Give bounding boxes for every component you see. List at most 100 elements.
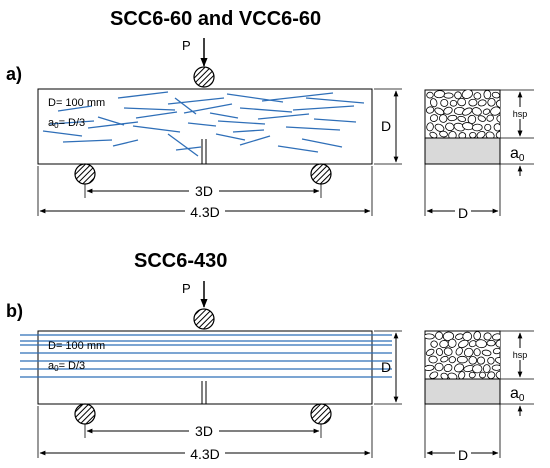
aggregate-stone bbox=[425, 364, 435, 371]
aggregate-stone bbox=[426, 122, 434, 132]
notch-depth-note-a: a0= D/3 bbox=[48, 117, 85, 130]
aggregate-stone bbox=[430, 98, 438, 108]
aggregate-stone bbox=[485, 131, 495, 138]
aggregate-stone bbox=[458, 132, 467, 138]
aggregate-stone bbox=[429, 131, 438, 138]
notch-zone-a bbox=[424, 137, 501, 165]
aggregate-stone bbox=[461, 90, 473, 99]
aggregate-stone bbox=[495, 339, 500, 348]
aggregate-stone bbox=[471, 123, 483, 132]
cs-width-label-a: D bbox=[458, 205, 468, 221]
aggregate-stone bbox=[495, 99, 500, 109]
support-right-b bbox=[310, 403, 332, 425]
support-left-b bbox=[74, 403, 96, 425]
aggregate-stone bbox=[425, 333, 435, 340]
aggregate-stone bbox=[440, 355, 449, 363]
aggregate-stone bbox=[454, 91, 462, 100]
aggregate-stone bbox=[494, 357, 500, 364]
aggregate-stone bbox=[492, 333, 500, 341]
aggregate-stone bbox=[457, 97, 467, 107]
aggregate-stone bbox=[475, 339, 488, 349]
aggregate-stone bbox=[476, 356, 486, 365]
aggregate-stone bbox=[443, 347, 453, 356]
cross-section-a: D hsp a0 bbox=[424, 89, 534, 221]
aggregate-stone bbox=[425, 348, 435, 356]
aggregate-stone bbox=[487, 371, 496, 379]
beam-b bbox=[37, 330, 373, 405]
height-label-b: D bbox=[381, 359, 391, 375]
depth-note-b: D= 100 mm bbox=[48, 340, 105, 352]
aggregate-stone bbox=[473, 92, 482, 100]
cs-a0-label-b: a0 bbox=[510, 385, 525, 404]
aggregate-stone bbox=[448, 356, 456, 364]
panel-a-label: a) bbox=[6, 64, 23, 84]
load-label-a: P bbox=[182, 38, 191, 53]
aggregate-stone bbox=[435, 347, 443, 356]
aggregate-stone bbox=[483, 90, 492, 100]
aggregate-stone bbox=[492, 347, 500, 355]
aggregate-stone bbox=[449, 100, 458, 107]
aggregate-stone bbox=[472, 364, 483, 374]
aggregate-stone bbox=[425, 106, 435, 114]
cross-section-b: D hsp a0 bbox=[424, 330, 534, 463]
aggregate-stone bbox=[468, 98, 478, 107]
outer-span-label-b: 4.3D bbox=[190, 446, 220, 462]
aggregate-stone bbox=[443, 106, 453, 115]
title-top: SCC6-60 and VCC6-60 bbox=[110, 8, 322, 30]
aggregate-stone bbox=[426, 91, 434, 99]
aggregate-texture-a bbox=[425, 90, 500, 138]
aggregate-stone bbox=[484, 123, 492, 132]
aggregate-stone bbox=[434, 107, 445, 116]
aggregate-stone bbox=[447, 372, 458, 379]
aggregate-stone bbox=[462, 107, 473, 116]
aggregate-stone bbox=[491, 364, 500, 371]
panel-b: P D= 100 mm a0= D/3 D 3D bbox=[20, 281, 534, 463]
inner-span-label-a: 3D bbox=[195, 183, 213, 199]
aggregate-stone bbox=[439, 114, 448, 123]
support-right-a bbox=[310, 163, 332, 185]
aggregate-texture-b bbox=[425, 331, 500, 379]
aggregate-stone bbox=[443, 92, 454, 99]
aggregate-stone bbox=[447, 338, 457, 348]
aggregate-stone bbox=[468, 371, 476, 379]
aggregate-stone bbox=[439, 130, 448, 138]
inner-span-label-b: 3D bbox=[195, 423, 213, 439]
aggregate-stone bbox=[428, 355, 438, 364]
aggregate-stone bbox=[486, 114, 494, 122]
aggregate-stone bbox=[447, 114, 458, 122]
aggregate-stone bbox=[455, 347, 463, 356]
aggregate-stone bbox=[490, 106, 500, 116]
depth-note-a: D= 100 mm bbox=[48, 97, 105, 109]
aggregate-stone bbox=[493, 123, 500, 132]
support-left-a bbox=[74, 163, 96, 185]
aggregate-stone bbox=[468, 356, 478, 365]
aggregate-stone bbox=[434, 123, 445, 132]
load-roller-a bbox=[193, 66, 215, 88]
aggregate-stone bbox=[496, 114, 500, 123]
aggregate-stone bbox=[440, 98, 449, 107]
panel-b-label: b) bbox=[6, 301, 23, 321]
aggregate-stone bbox=[471, 107, 482, 116]
aggregate-stone bbox=[430, 340, 438, 348]
aggregate-stone bbox=[477, 99, 487, 107]
height-label-a: D bbox=[381, 118, 391, 134]
aggregate-stone bbox=[479, 371, 486, 379]
aggregate-stone bbox=[491, 91, 500, 99]
notch-depth-note-b: a0= D/3 bbox=[48, 360, 85, 373]
cs-width-label-b: D bbox=[458, 447, 468, 463]
load-roller-b bbox=[193, 308, 215, 330]
aggregate-stone bbox=[445, 122, 455, 132]
aggregate-stone bbox=[462, 331, 473, 342]
aggregate-stone bbox=[482, 364, 491, 373]
aggregate-stone bbox=[429, 114, 439, 122]
aggregate-stone bbox=[469, 131, 477, 138]
aggregate-stone bbox=[487, 98, 496, 107]
aggregate-stone bbox=[457, 115, 467, 123]
aggregate-stone bbox=[443, 363, 453, 373]
panel-a: P D= 100 mm a0= D/3 bbox=[37, 38, 534, 221]
aggregate-stone bbox=[477, 115, 486, 122]
aggregate-stone bbox=[495, 131, 500, 138]
outer-span-label-a: 4.3D bbox=[190, 204, 220, 220]
aggregate-stone bbox=[435, 331, 444, 340]
